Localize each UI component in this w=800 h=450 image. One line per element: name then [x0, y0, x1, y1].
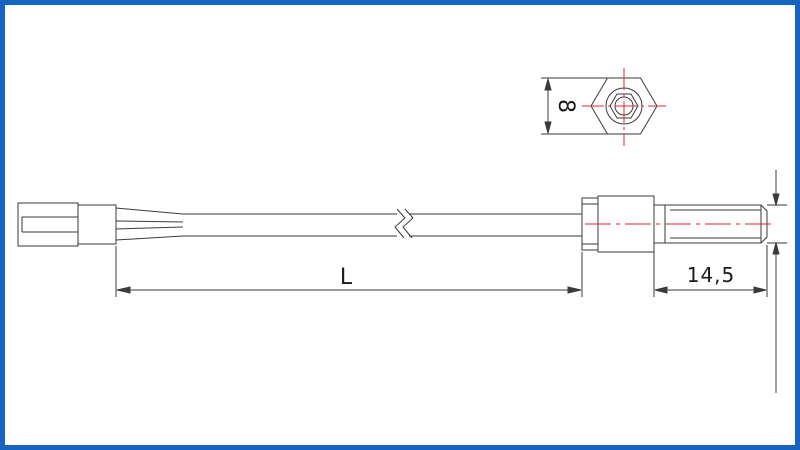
- diameter-arrow-top: [772, 193, 780, 207]
- thread-length-label: 14,5: [687, 263, 736, 287]
- hex-inner-socket: [609, 93, 639, 119]
- hex-dim-arrow-top: [544, 77, 552, 91]
- connector-housing: [77, 204, 117, 245]
- cable-break-right: [402, 208, 414, 239]
- wire-transition-top: [115, 207, 184, 215]
- wire-transition-mid1: [115, 220, 184, 223]
- length-arrow-left: [116, 286, 131, 294]
- connector-plug: [17, 202, 79, 247]
- cable-break-left: [394, 208, 406, 239]
- hex-end-view: [541, 77, 658, 135]
- thread-arrow-right: [753, 286, 767, 294]
- length-arrow-right: [567, 286, 582, 294]
- hex-size-label: 8: [553, 99, 578, 113]
- cable: [115, 207, 582, 241]
- length-label: L: [340, 265, 353, 290]
- dimension-diameter: [767, 170, 787, 393]
- centerlines: [582, 68, 775, 225]
- diameter-arrow-bottom: [772, 241, 780, 255]
- thread-arrow-left: [654, 286, 668, 294]
- hex-dim-arrow-bottom: [544, 121, 552, 135]
- dimension-length: [115, 246, 583, 297]
- dimension-thread-length: [653, 245, 768, 297]
- wire-transition-bottom: [115, 235, 184, 241]
- wire-transition-mid2: [115, 226, 184, 230]
- connector: [17, 202, 117, 247]
